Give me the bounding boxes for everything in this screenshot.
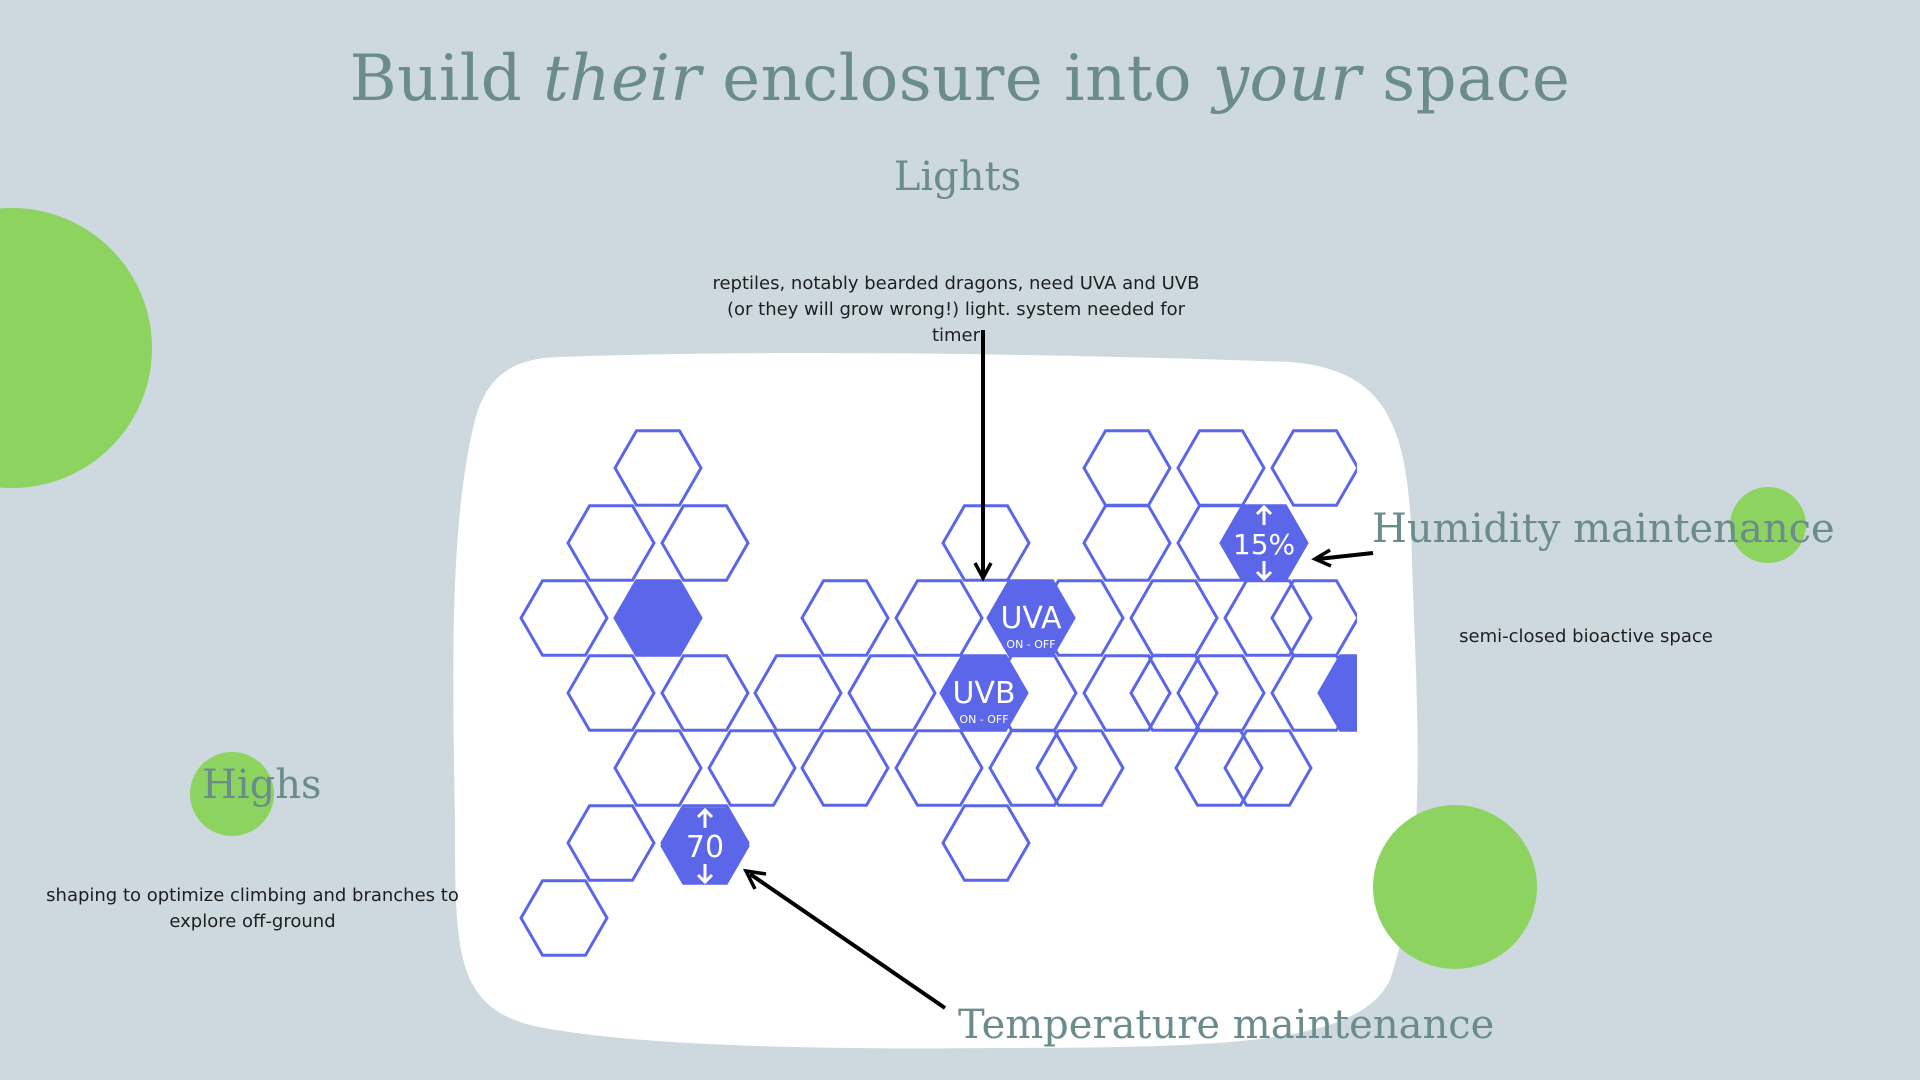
- hex-cell: [894, 579, 984, 657]
- lights-heading: Lights: [893, 154, 1022, 200]
- hex-cell: [941, 804, 1031, 882]
- hex-cell: [1223, 579, 1313, 657]
- uvb-sublabel: ON - OFF: [959, 713, 1008, 726]
- hex-cell: [613, 429, 703, 507]
- hex-cell: [1270, 579, 1357, 657]
- hex-cell: [894, 729, 984, 807]
- uva-toggle-hex[interactable]: [986, 579, 1076, 657]
- hex-cell: [1270, 429, 1357, 507]
- temperature-value: 70: [686, 830, 724, 865]
- hex-cell: [1223, 729, 1313, 807]
- hex-cell: [660, 654, 750, 732]
- hex-cell: [1174, 729, 1264, 807]
- page-title: Build their enclosure into your space: [349, 42, 1571, 116]
- temperature-heading: Temperature maintenance: [958, 1002, 1495, 1048]
- hex-cell: [1082, 654, 1172, 732]
- green-circle-highs: [190, 752, 274, 836]
- temperature-control-hex[interactable]: [660, 807, 750, 885]
- temperature-arrow: [748, 872, 947, 1010]
- hex-cell: [800, 579, 890, 657]
- temperature-up-arrow-icon: [696, 807, 714, 828]
- highs-heading: Highs: [202, 762, 322, 808]
- humidity-down-arrow-icon: [1255, 561, 1273, 582]
- green-circle-humidity: [1730, 487, 1806, 563]
- enclosure-panel: [453, 352, 1418, 1049]
- uvb-label: UVB: [952, 676, 1015, 711]
- lights-note: reptiles, notably bearded dragons, need …: [712, 273, 1200, 346]
- hex-cell: [566, 804, 656, 882]
- green-circle-large-left: [0, 208, 152, 488]
- hex-grid: UVA ON - OFF UVB ON - OFF 15% 70: [519, 429, 1357, 957]
- hex-cell: [847, 654, 937, 732]
- humidity-heading: Humidity maintenance: [1372, 506, 1835, 552]
- hex-cell: [1176, 654, 1266, 732]
- hex-cell: [1035, 729, 1125, 807]
- hex-cell: [660, 504, 750, 582]
- humidity-up-arrow-icon: [1255, 504, 1273, 525]
- hex-cell: [800, 729, 890, 807]
- hex-cell: [519, 879, 609, 957]
- uva-label: UVA: [1000, 601, 1062, 636]
- hex-cell: [707, 729, 797, 807]
- hex-cell-filled: [613, 579, 703, 657]
- highs-note: shaping to optimize climbing and branche…: [46, 885, 459, 932]
- humidity-control-hex[interactable]: [1219, 504, 1309, 582]
- temperature-down-arrow-icon: [696, 864, 714, 885]
- green-circle-bottom-right: [1373, 805, 1537, 969]
- hex-cell: [753, 654, 843, 732]
- humidity-note: semi-closed bioactive space: [1459, 626, 1713, 647]
- arrows: [742, 330, 1374, 1010]
- hex-cell-filled: [1317, 654, 1357, 732]
- hex-cell: [519, 579, 609, 657]
- hex-cell: [613, 729, 703, 807]
- humidity-value: 15%: [1233, 528, 1295, 561]
- uva-sublabel: ON - OFF: [1006, 638, 1055, 651]
- hex-cell: [941, 504, 1031, 582]
- uvb-toggle-hex[interactable]: [939, 654, 1029, 732]
- hex-cell: [1082, 429, 1172, 507]
- hex-cell: [566, 654, 656, 732]
- hex-cell: [1129, 654, 1219, 732]
- humidity-arrow: [1317, 551, 1374, 561]
- hex-cell: [566, 504, 656, 582]
